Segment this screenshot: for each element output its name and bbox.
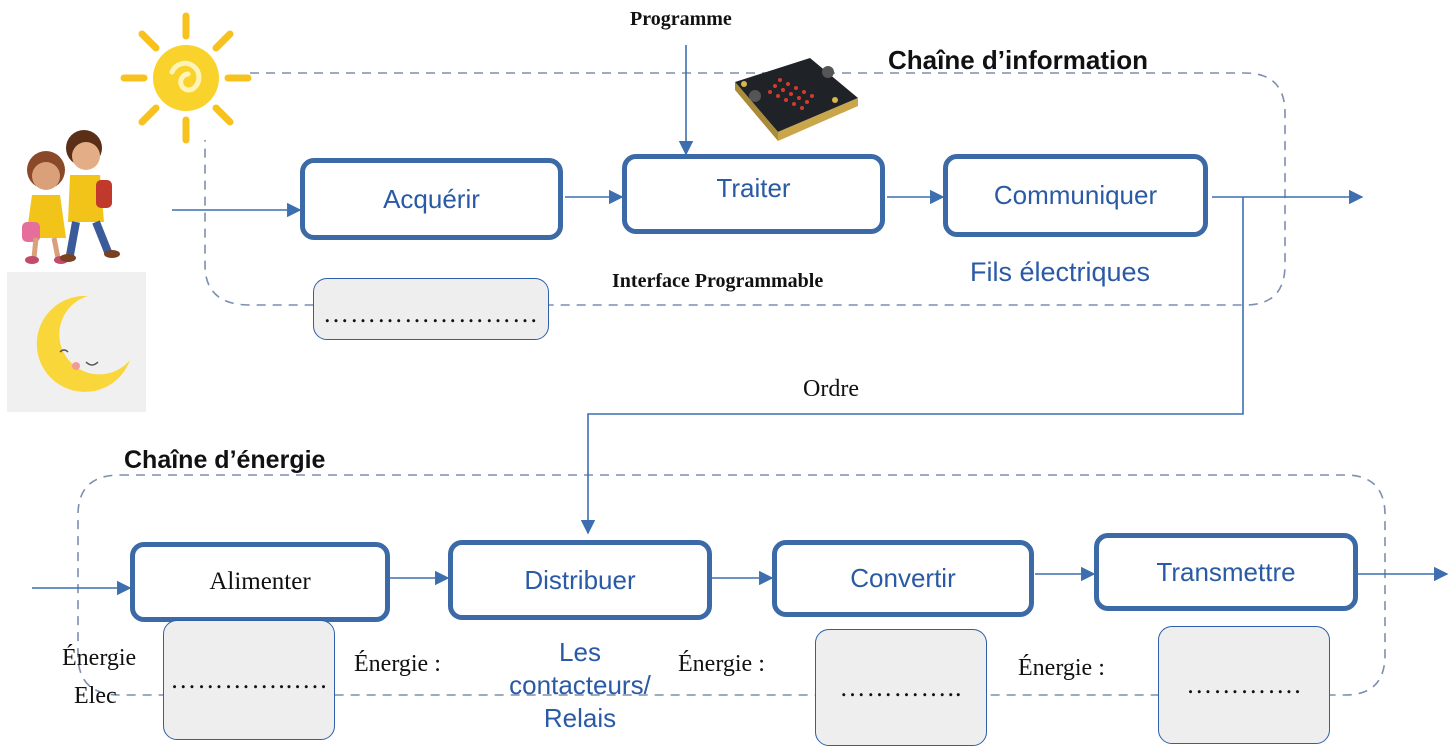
distribuer-component-caption: Les contacteurs/ Relais [448,636,712,735]
traiter-block: Traiter [622,154,885,234]
program-label: Programme [630,8,732,30]
acquerir-block: Acquérir [300,158,563,240]
alimenter-energy-label-line2: Elec [74,683,117,709]
alimenter-component-blank: …………..…. [163,620,335,740]
distribuer-caption-line3: Relais [543,703,617,733]
communiquer-block: Communiquer [943,154,1208,237]
sun-icon [120,12,252,144]
energy-chain-frame [77,474,1386,696]
convertir-block: Convertir [772,540,1034,617]
alimenter-energy-label-line1: Énergie [62,645,137,671]
moon-icon [7,272,146,412]
distribuer-caption-line1: Les [559,637,601,667]
transmettre-energy-label: Énergie : [1018,655,1105,681]
communiquer-component-caption: Fils électriques [970,257,1151,287]
order-connector [580,197,1244,535]
distribuer-caption-line2: contacteurs/ [509,670,651,700]
energy-chain-title: Chaîne d’énergie [124,446,326,474]
distribuer-energy-label: Énergie : [354,651,441,677]
info-chain-frame [204,72,1286,306]
children-icon [22,130,120,264]
microbit-board-icon [735,58,858,141]
traiter-component-caption: Interface Programmable [612,270,824,292]
convertir-component-blank: ………….. [815,629,987,746]
order-label: Ordre [803,376,859,402]
convertir-energy-label: Énergie : [678,651,765,677]
acquerir-component-blank: …………………… [313,278,549,340]
alimenter-block: Alimenter [130,542,390,622]
transmettre-block: Transmettre [1094,533,1358,611]
transmettre-component-blank: …………. [1158,626,1330,744]
info-chain-title: Chaîne d’information [888,45,1148,75]
distribuer-block: Distribuer [448,540,712,620]
